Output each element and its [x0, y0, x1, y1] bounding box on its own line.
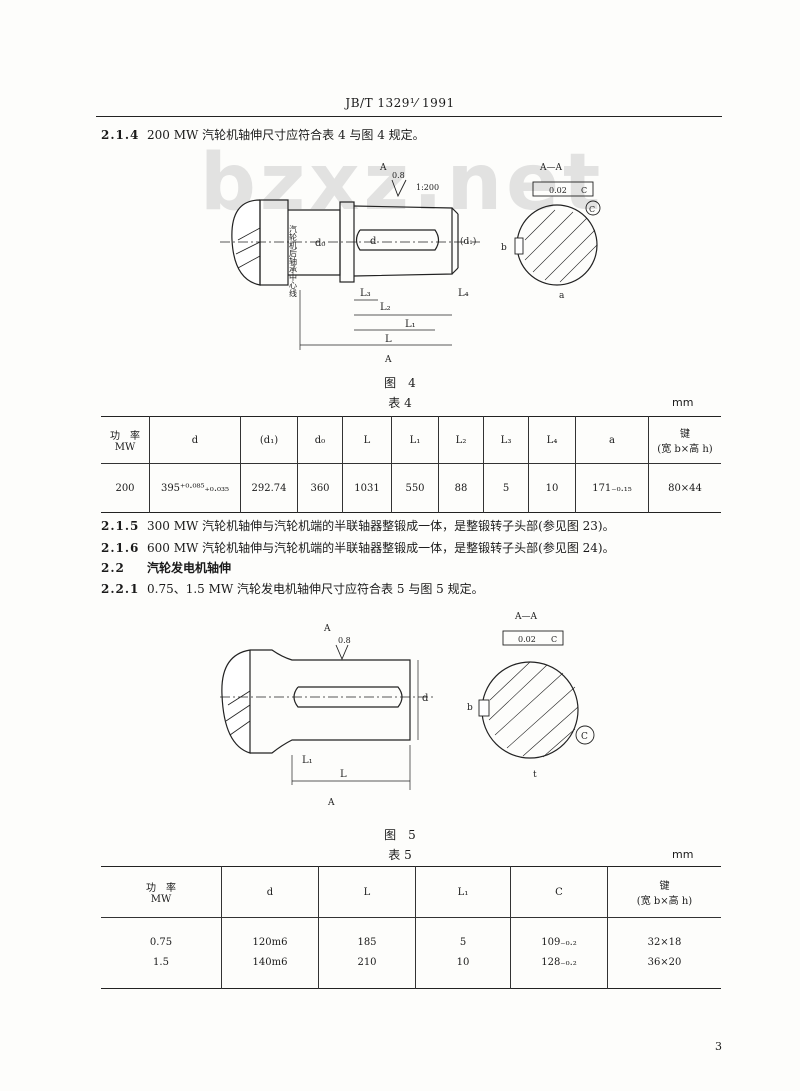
t5-h-power: 功 率 MW	[101, 866, 222, 918]
t5-h-key: 键 (宽 b×高 h)	[607, 866, 721, 918]
dim-L1: L₁	[405, 319, 416, 330]
table-4-header-row: 功 率 MW d (d₁) d₀ L L₁ L₂ L₃ L₄ a 键 (宽 b×…	[101, 416, 721, 464]
t4-cell: 5	[483, 463, 529, 513]
t4-cell: 171₋₀.₁₅	[575, 463, 649, 513]
section-mark-top: A	[379, 163, 387, 173]
table-5-unit: mm	[672, 848, 694, 861]
t4-cell: 1031	[342, 463, 392, 513]
dim-L2: L₂	[380, 302, 391, 313]
dim-b: b	[501, 243, 507, 253]
table-5-header-row: 功 率 MW d L L₁ C 键 (宽 b×高 h)	[101, 866, 721, 918]
standard-code: JB/T 1329¹⁄ 1991	[345, 96, 455, 110]
table-5-title: 表 5	[388, 848, 412, 862]
t4-h-key: 键 (宽 b×高 h)	[648, 416, 721, 464]
section-label: A—A	[539, 163, 562, 173]
section-mark-bottom: A	[384, 355, 392, 365]
t4-cell: 395⁺⁰·⁰⁸⁵₊₀.₀₃₅	[149, 463, 241, 513]
t5-h-d: d	[221, 866, 319, 918]
t4-cell: 80×44	[648, 463, 721, 513]
f5-dim-L1: L₁	[302, 755, 313, 766]
f5-detail-circle-label: C	[581, 732, 588, 742]
t4-h-L4: L₄	[528, 416, 576, 464]
t4-h-L: L	[342, 416, 392, 464]
t5-h-L: L	[318, 866, 416, 918]
dim-a: a	[559, 291, 565, 301]
t4-h-d: d	[149, 416, 241, 464]
t4-h-d0: d₀	[297, 416, 343, 464]
f5-datum-label: C	[551, 635, 557, 644]
t4-cell: 88	[438, 463, 484, 513]
tolerance-value: 0.02	[549, 186, 567, 195]
figure-4-caption: 图 4	[384, 376, 416, 390]
f5-section-mark-top: A	[323, 624, 331, 634]
t4-h-L2: L₂	[438, 416, 484, 464]
t4-h-a: a	[575, 416, 649, 464]
t4-cell: 360	[297, 463, 343, 513]
table-4: 功 率 MW d (d₁) d₀ L L₁ L₂ L₃ L₄ a 键 (宽 b×…	[101, 416, 721, 513]
page-number: 3	[715, 1040, 722, 1053]
dim-L: L	[385, 334, 392, 345]
dim-L4: L₄	[458, 288, 469, 299]
figure-5-drawing: d L₁ L 0.8 A A A—A 0.02 C C b t	[220, 612, 595, 808]
datum-label: C	[581, 186, 587, 195]
figure-4-drawing: 汽轮机后轴承中心线 d₀ d (d₁) L₃ L₄ L₂ L₁ L 0.8 1:…	[220, 163, 601, 365]
table-row: 200 395⁺⁰·⁰⁸⁵₊₀.₀₃₅ 292.74 360 1031 550 …	[101, 463, 721, 513]
table-4-unit: mm	[672, 396, 694, 409]
f5-tolerance-value: 0.02	[518, 635, 536, 644]
f5-section-mark-bottom: A	[327, 798, 335, 808]
table-4-title: 表 4	[388, 396, 412, 410]
header-rule	[96, 116, 722, 117]
t4-h-L1: L₁	[391, 416, 439, 464]
dim-d0: d₀	[315, 238, 325, 249]
t5-h-C: C	[510, 866, 608, 918]
detail-circle-label: C	[589, 205, 595, 214]
f5-roughness-symbol: 0.8	[338, 636, 351, 645]
t4-h-power: 功 率 MW	[101, 416, 150, 464]
t4-h-d1: (d₁)	[240, 416, 298, 464]
t4-h-L3: L₃	[483, 416, 529, 464]
dim-d1: (d₁)	[460, 236, 476, 247]
figure-5-caption: 图 5	[384, 828, 416, 842]
f5-dim-t: t	[533, 770, 537, 780]
dim-d: d	[370, 236, 377, 247]
t4-cell: 550	[391, 463, 439, 513]
t4-cell: 10	[528, 463, 576, 513]
f5-section-label: A—A	[514, 612, 537, 622]
f5-dim-b: b	[467, 703, 473, 713]
f5-dim-d: d	[422, 693, 429, 704]
t4-cell: 292.74	[240, 463, 298, 513]
t5-h-L1: L₁	[415, 866, 511, 918]
f5-dim-L: L	[340, 769, 347, 780]
centerline-note: 汽轮机后轴承中心线	[289, 224, 298, 297]
roughness-symbol: 0.8	[392, 171, 405, 180]
dim-L3: L₃	[360, 288, 371, 299]
t4-cell: 200	[115, 482, 135, 494]
taper-mark: 1:200	[416, 183, 439, 192]
